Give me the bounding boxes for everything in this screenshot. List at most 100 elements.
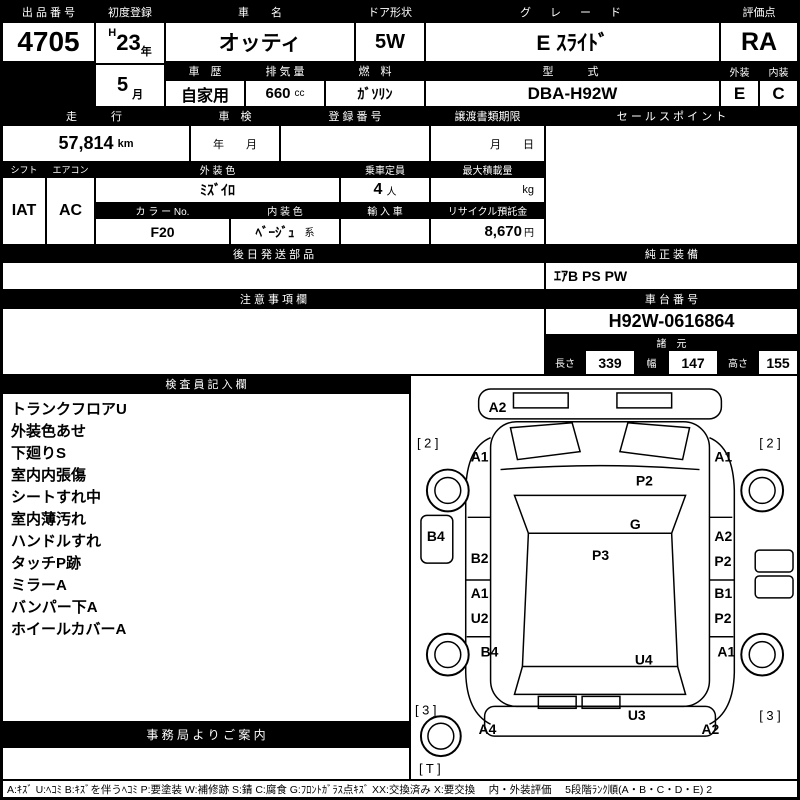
import-header: 輸 入 車 xyxy=(340,203,430,218)
aircon-header: エアコン xyxy=(46,162,95,177)
panel-label-left-front-fender: A1 xyxy=(471,449,489,465)
aircon-value: AC xyxy=(46,177,95,245)
note-line: シートすれ中 xyxy=(11,489,102,506)
recycle-amount: 8,670 xyxy=(484,223,522,240)
grade-header: グ レ ー ド xyxy=(425,2,720,22)
recycle-deposit-header: リサイクル預託金 xyxy=(430,203,545,218)
notice-header: 注 意 事 項 欄 xyxy=(2,290,545,308)
car-name-header: 車 名 xyxy=(165,2,355,22)
color-no-header: カ ラ ー No. xyxy=(95,203,230,218)
later-parts-header: 後 日 発 送 部 品 xyxy=(2,245,545,262)
panel-label-left-rear-fender: B4 xyxy=(481,644,499,660)
panel-label-left-rear-door-1: A1 xyxy=(471,585,489,601)
interior-color-suffix: 系 xyxy=(304,228,315,239)
inspector-notes-header: 検 査 員 記 入 欄 xyxy=(2,375,410,393)
mileage-number: 57,814 xyxy=(58,133,114,153)
registration-no-value xyxy=(280,125,430,162)
interior-color-value: ﾍﾞｰｼﾞｭ 系 xyxy=(230,218,340,245)
transfer-deadline-value: 月 日 xyxy=(430,125,545,162)
panel-label-right-front-door-1: A2 xyxy=(714,528,732,544)
sales-point-area xyxy=(545,125,798,245)
wheel-front-left xyxy=(425,468,470,513)
door-shape-header: ドア形状 xyxy=(355,2,425,22)
left-sill-box xyxy=(420,514,454,564)
interior-grade-value: C xyxy=(759,80,798,107)
right-sill-box-2 xyxy=(754,575,794,599)
panel-label-hood: P2 xyxy=(636,472,653,488)
legend-text: A:ｷｽﾞ U:ﾍｺﾐ B:ｷｽﾞを伴うﾍｺﾐ P:要塗装 W:補修跡 S:錆 … xyxy=(2,780,798,798)
panel-label-left-rear-door-2: U2 xyxy=(471,610,489,626)
front-bumper-shape xyxy=(477,388,723,420)
wheel-rear-left-rim xyxy=(434,640,462,669)
shift-value: IAT xyxy=(2,177,46,245)
car-damage-diagram: A2 A1 A1 P2 G P3 B4 B2 A1 U2 B4 A2 P2 B1… xyxy=(415,388,794,776)
reg-year-unit: 年 xyxy=(140,46,152,58)
capacity-header: 乗車定員 xyxy=(340,162,430,177)
panel-label-rear-right-corner: A2 xyxy=(701,721,719,737)
wheel-front-left-rim xyxy=(434,476,462,505)
displacement-number: 660 xyxy=(265,85,291,102)
payload-header: 最大積載量 xyxy=(430,162,545,177)
panel-label-rear-left-corner: A4 xyxy=(479,721,497,737)
interior-color-name: ﾍﾞｰｼﾞｭ xyxy=(255,225,295,240)
roof-edge-left xyxy=(521,533,530,667)
roof-edge-right xyxy=(670,533,679,667)
panel-label-rear-gate: U4 xyxy=(635,652,653,668)
capacity-number: 4 xyxy=(373,181,383,198)
taillight-right xyxy=(581,695,621,710)
taillight-left xyxy=(537,695,577,710)
windshield-shape xyxy=(513,494,687,534)
mileage-unit: km xyxy=(117,137,134,150)
displacement-unit: cc xyxy=(294,88,305,99)
color-no-value: F20 xyxy=(95,218,230,245)
displacement-header: 排 気 量 xyxy=(245,62,325,80)
length-label: 長さ xyxy=(545,350,585,375)
panel-label-right-rear-door-2: P2 xyxy=(714,610,731,626)
interior-color-header: 内 装 色 xyxy=(230,203,340,218)
spare-tire-rim xyxy=(427,722,455,750)
car-body-outline xyxy=(489,421,711,708)
rear-window-shape xyxy=(513,665,687,696)
cowl-line xyxy=(500,464,700,471)
exterior-grade-value: E xyxy=(720,80,759,107)
panel-label-right-rear-fender: A1 xyxy=(717,644,735,660)
tread-mark-rear-left: [ 3 ] xyxy=(415,702,437,717)
height-value: 155 xyxy=(758,350,798,375)
wheel-rear-right-rim xyxy=(748,640,776,669)
chassis-no-header: 車 台 番 号 xyxy=(545,290,798,308)
height-label: 高さ xyxy=(718,350,758,375)
inspector-notes-area: トランクフロアU 外装色あせ 下廻りS 室内内張傷 シートすれ中 室内薄汚れ ハ… xyxy=(2,393,410,722)
reg-year: 23 xyxy=(116,30,141,55)
reg-month: 5 xyxy=(116,74,129,96)
auction-no-value: 4705 xyxy=(2,22,95,62)
score-header: 評価点 xyxy=(720,2,798,22)
spare-tire-shape xyxy=(419,715,462,758)
panel-label-windshield: G xyxy=(630,516,641,532)
history-value: 自家用 xyxy=(165,80,245,107)
exterior-color-header: 外 装 色 xyxy=(95,162,340,177)
import-value xyxy=(340,218,430,245)
interior-grade-header: 内装 xyxy=(759,62,798,80)
capacity-unit: 人 xyxy=(386,186,397,198)
exterior-grade-header: 外装 xyxy=(720,62,759,80)
car-name-value: オッティ xyxy=(165,22,355,62)
exterior-color-value: ﾐｽﾞｲﾛ xyxy=(95,177,340,203)
note-line: 室内内張傷 xyxy=(11,467,87,484)
equipment-value: ｴｱB PS PW xyxy=(545,262,798,290)
length-value: 339 xyxy=(585,350,635,375)
mileage-header: 走 行 xyxy=(2,107,190,125)
equipment-header: 純 正 装 備 xyxy=(545,245,798,262)
note-line: ミラーA xyxy=(11,577,67,594)
note-line: ハンドルすれ xyxy=(11,533,102,550)
first-registration-header: 初度登録 xyxy=(95,2,165,22)
width-label: 幅 xyxy=(635,350,668,375)
recycle-unit: 円 xyxy=(524,228,534,239)
auction-no-filler xyxy=(2,62,95,107)
panel-label-roof: P3 xyxy=(592,547,609,563)
transfer-deadline-header: 譲渡書類期限 xyxy=(430,107,545,125)
spare-tire-mark: [ T ] xyxy=(419,761,441,776)
payload-value: kg xyxy=(430,177,545,203)
